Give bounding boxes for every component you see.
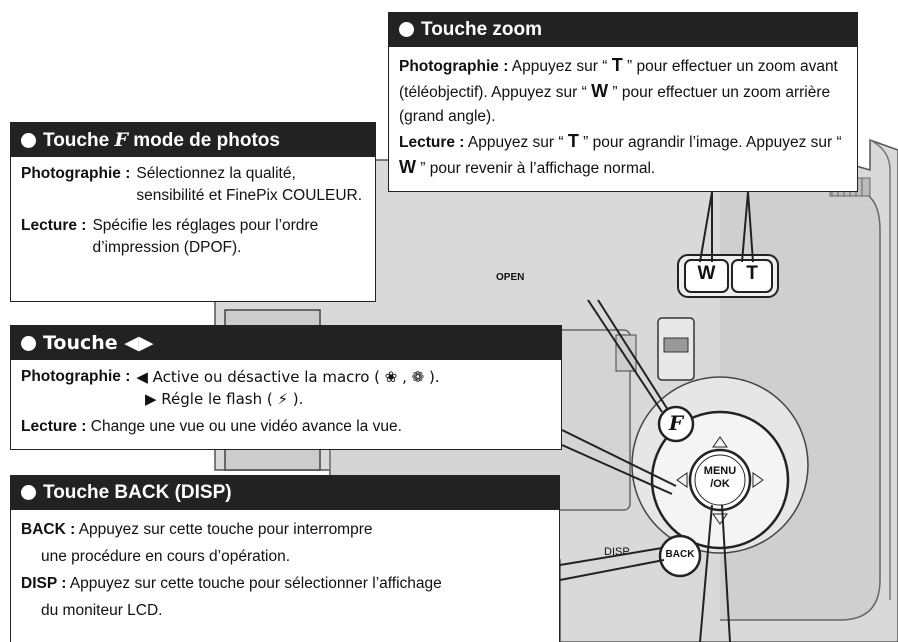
menu-ok-button: MENU /OK bbox=[700, 465, 740, 491]
back-callout-title: Touche BACK (DISP) bbox=[11, 476, 559, 510]
bullet-icon bbox=[21, 336, 36, 351]
arrows-callout-title: Touche ◀▶ bbox=[11, 326, 561, 360]
zoom-callout: Touche zoom Photographie : Appuyez sur “… bbox=[388, 12, 858, 192]
f-button-label: F bbox=[668, 411, 684, 435]
fmode-callout-title: Touche F mode de photos bbox=[11, 123, 375, 157]
back-button-label: BACK bbox=[665, 549, 695, 560]
bullet-icon bbox=[399, 22, 414, 37]
w-button-label: W bbox=[697, 263, 716, 284]
back-callout: Touche BACK (DISP) BACK : Appuyez sur ce… bbox=[10, 475, 560, 642]
arrows-callout-body: Photographie :◀ Active ou désactive la m… bbox=[21, 368, 440, 435]
arrows-callout: Touche ◀▶ Photographie :◀ Active ou désa… bbox=[10, 325, 562, 450]
bullet-icon bbox=[21, 485, 36, 500]
fmode-callout: Touche F mode de photos Photographie :Sé… bbox=[10, 122, 376, 302]
t-button-label: T bbox=[746, 263, 758, 284]
menu-label: MENU bbox=[703, 465, 737, 477]
zoom-callout-body: Photographie : Appuyez sur “ T ” pour ef… bbox=[399, 55, 842, 177]
zoom-callout-title: Touche zoom bbox=[389, 13, 857, 47]
ok-label: /OK bbox=[710, 478, 730, 490]
fmode-callout-body: Photographie :Sélectionnez la qualité, s… bbox=[21, 165, 363, 256]
f-mode-icon: F bbox=[114, 129, 128, 151]
bullet-icon bbox=[21, 133, 36, 148]
back-callout-body: BACK : Appuyez sur cette touche pour int… bbox=[21, 521, 442, 619]
open-label: OPEN bbox=[496, 272, 525, 283]
disp-label: DISP bbox=[604, 546, 630, 558]
